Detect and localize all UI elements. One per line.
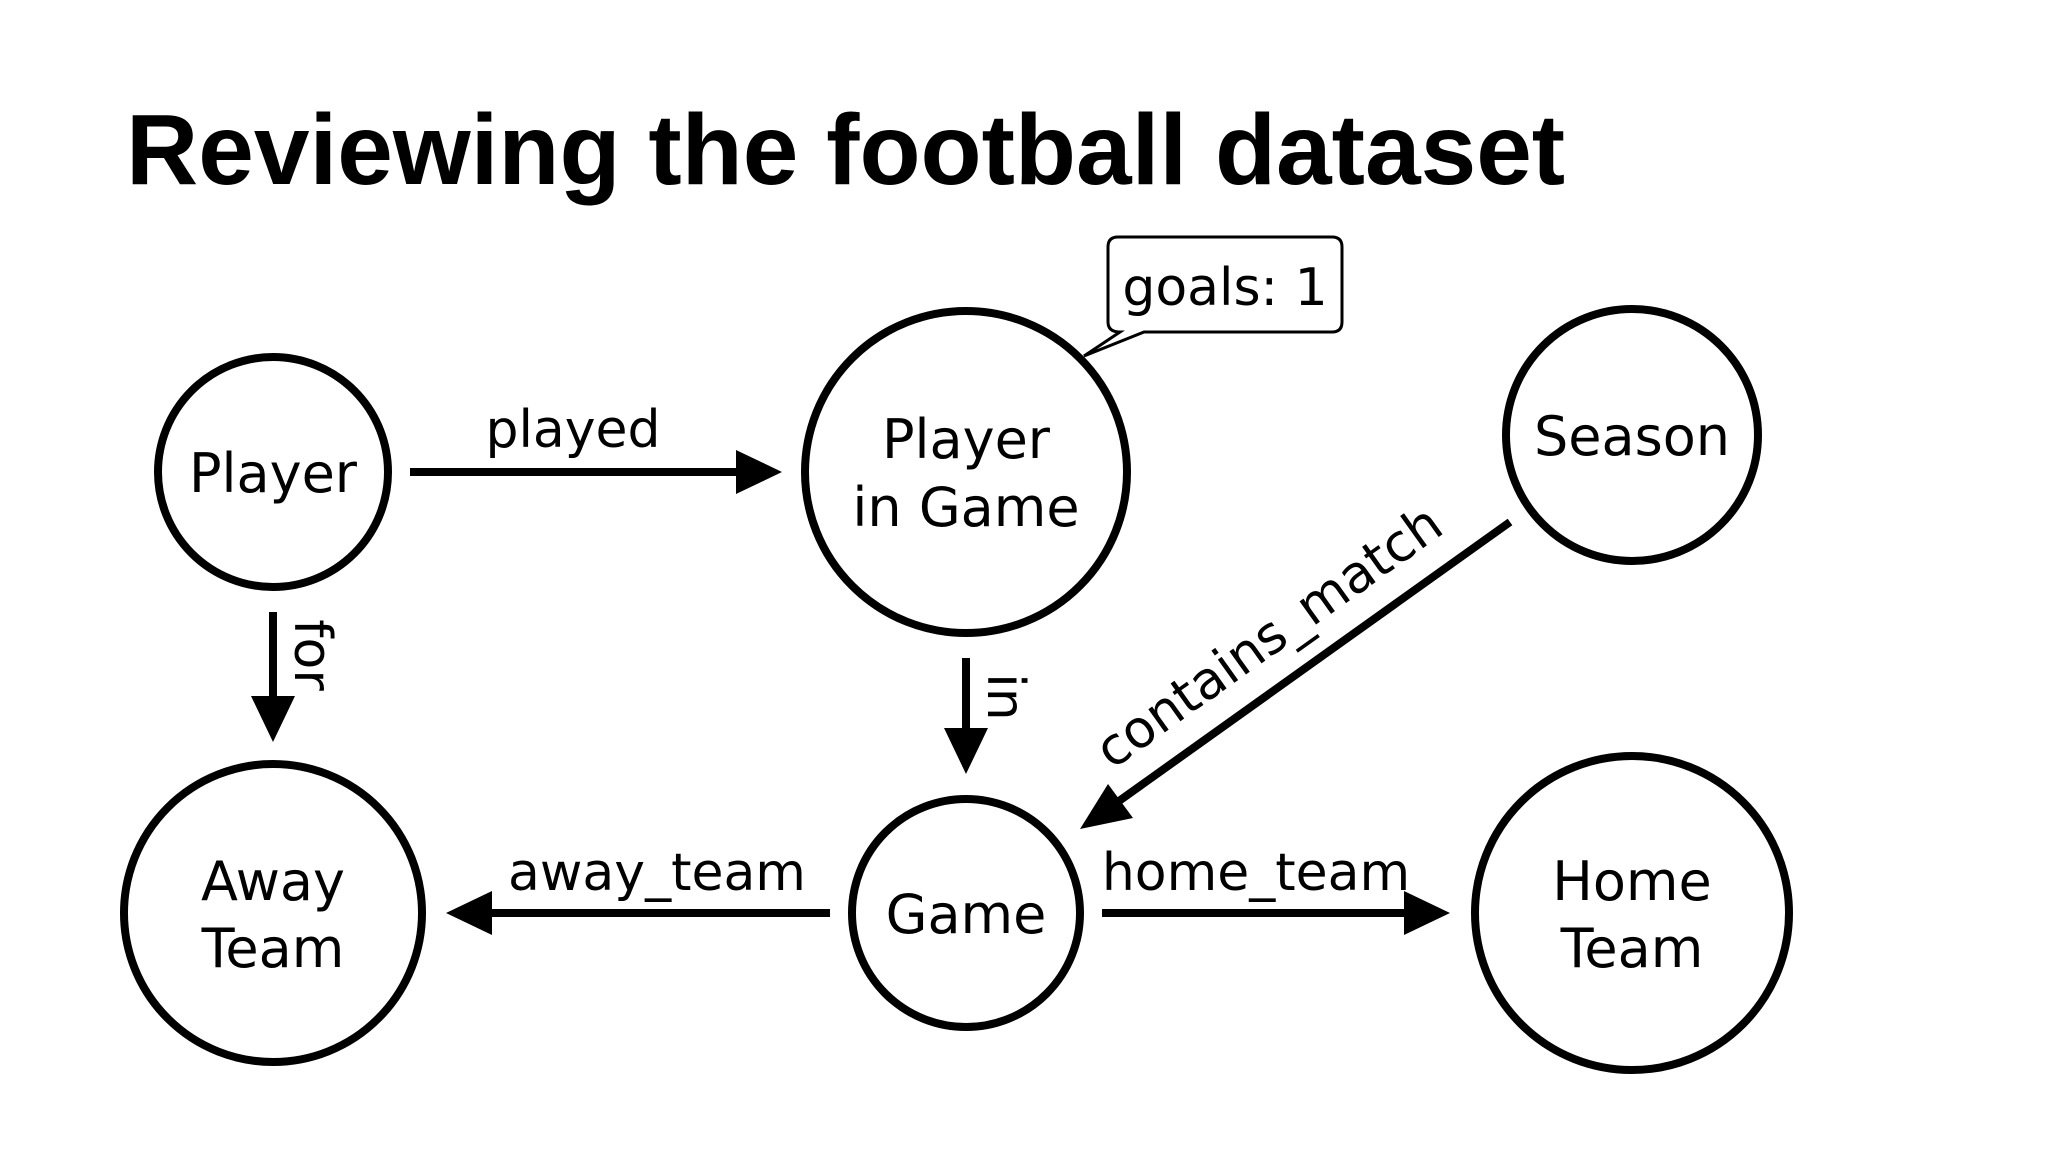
edge-home-team: home_team <box>1102 843 1450 935</box>
edge-away-team: away_team <box>446 843 830 935</box>
edge-label-contains-match: contains_match <box>1085 494 1454 781</box>
node-label-home-team-line1: Home <box>1552 850 1711 913</box>
edge-played: played <box>410 400 782 494</box>
edge-label-home-team: home_team <box>1102 843 1410 903</box>
node-away-team: Away Team <box>120 760 426 1066</box>
edge-contains-match: contains_match <box>1080 494 1513 829</box>
property-callout: goals: 1 <box>1083 235 1344 358</box>
node-home-team: Home Team <box>1471 752 1793 1074</box>
edge-label-in: in <box>975 673 1035 720</box>
node-label-season: Season <box>1534 405 1730 468</box>
edge-in: in <box>944 658 1035 774</box>
callout-bubble <box>1083 235 1344 358</box>
callout-goals-text: goals: 1 <box>1122 258 1327 318</box>
node-season: Season <box>1502 305 1762 565</box>
edge-for: for <box>251 612 342 742</box>
node-game: Game <box>848 795 1084 1031</box>
node-label-home-team-line2: Team <box>1560 917 1704 980</box>
node-label-player-in-game-line1: Player <box>882 408 1051 471</box>
edge-label-played: played <box>485 400 660 460</box>
node-player-in-game: Player in Game <box>801 307 1131 637</box>
edge-label-for: for <box>282 619 342 691</box>
node-label-player-in-game-line2: in Game <box>852 476 1079 539</box>
node-label-away-team-line1: Away <box>201 850 345 913</box>
edge-label-away-team: away_team <box>508 843 806 903</box>
node-label-away-team-line2: Team <box>201 917 345 980</box>
node-label-game: Game <box>886 883 1047 946</box>
slide-title: Reviewing the football dataset <box>126 94 1566 206</box>
node-player: Player <box>154 353 392 591</box>
node-label-player: Player <box>189 442 358 505</box>
